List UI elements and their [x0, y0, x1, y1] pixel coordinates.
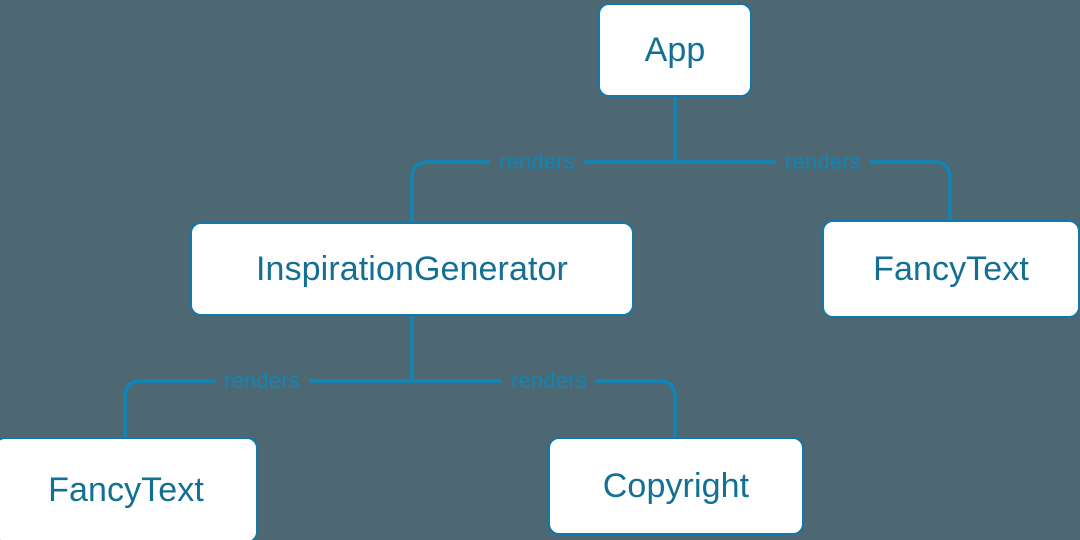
- node-fancytext-right-label: FancyText: [873, 249, 1029, 288]
- edge-label-inspirationgenerator-to-fancytext-left: renders: [215, 369, 309, 393]
- node-inspirationgenerator-label: InspirationGenerator: [256, 249, 568, 288]
- node-fancytext-left[interactable]: FancyText: [0, 437, 258, 540]
- node-app-label: App: [644, 30, 706, 69]
- node-fancytext-right[interactable]: FancyText: [822, 220, 1080, 318]
- edge-label-app-to-fancytext-right: renders: [776, 150, 870, 174]
- node-app[interactable]: App: [598, 3, 752, 97]
- edge-label-app-to-inspirationgenerator: renders: [490, 150, 584, 174]
- edge-label-inspirationgenerator-to-copyright: renders: [502, 369, 596, 393]
- node-inspirationgenerator[interactable]: InspirationGenerator: [190, 222, 634, 316]
- node-fancytext-left-label: FancyText: [48, 470, 204, 509]
- edge-app-to-inspirationgenerator: [410, 160, 677, 224]
- node-copyright[interactable]: Copyright: [548, 437, 804, 535]
- edge-inspirationgenerator-to-fancytext-left: [123, 379, 414, 439]
- edge-inspirationgenerator-to-copyright: [410, 379, 677, 439]
- edge-app-to-fancytext-right: [673, 160, 952, 222]
- node-copyright-label: Copyright: [602, 466, 750, 505]
